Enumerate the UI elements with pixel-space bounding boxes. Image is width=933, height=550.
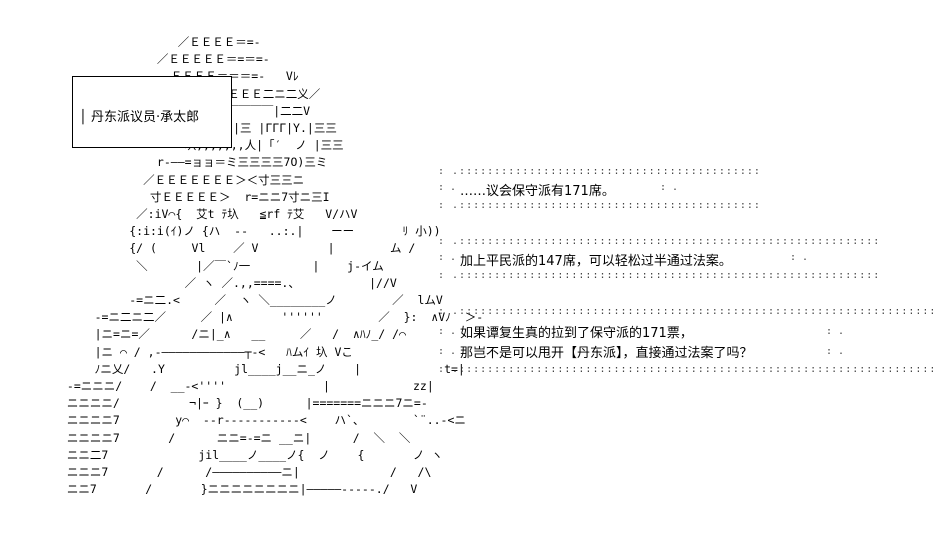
bubble-3-left-dots-2: : .: [438, 346, 457, 357]
bubble-3-bottom-border: : .:::::::::::::::::::::::::::::::::::::…: [438, 364, 933, 375]
bubble-3-line-2: 那岂不是可以甩开【丹东派】，直接通过法案了吗？: [460, 346, 753, 361]
bubble-2-top-border: : .:::::::::::::::::::::::::::::::::::::…: [438, 236, 881, 247]
bubble-1-bottom-border: : .:::::::::::::::::::::::::::::::::::::…: [438, 200, 761, 211]
bubble-3-right-dots-2: : .: [826, 346, 845, 357]
nameplate-label: │ 丹东派议员·承太郎: [79, 110, 200, 125]
bubble-3-left-dots-1: : .: [438, 326, 457, 337]
bubble-2-right-dots: : .: [790, 252, 809, 263]
bubble-1-right-dots: : .: [660, 182, 679, 193]
bubble-1-top-border: : .:::::::::::::::::::::::::::::::::::::…: [438, 166, 761, 177]
bubble-2-line-1: 加上平民派的147席，可以轻松过半通过法案。: [460, 254, 732, 269]
bubble-3-line-1: 如果谭复生真的拉到了保守派的171票，: [460, 326, 693, 341]
bubble-2-bottom-border: : .:::::::::::::::::::::::::::::::::::::…: [438, 270, 881, 281]
nameplate-box: │ 丹东派议员·承太郎: [72, 76, 232, 148]
bubble-2-left-dots: : .: [438, 252, 457, 263]
bubble-3-top-border: : .:::::::::::::::::::::::::::::::::::::…: [438, 306, 933, 317]
bubble-1-left-dots: : .: [438, 182, 457, 193]
ascii-art-character: ／ＥＥＥＥ＝=- ／ＥＥＥＥＥ＝=＝=- ＥＥＥＥ＝＝＝=- Vﾚ ＥＥＥＥＥＥ…: [66, 35, 484, 497]
bubble-3-right-dots-1: : .: [826, 326, 845, 337]
bubble-1-line-1: ……议会保守派有171席。: [460, 184, 615, 199]
